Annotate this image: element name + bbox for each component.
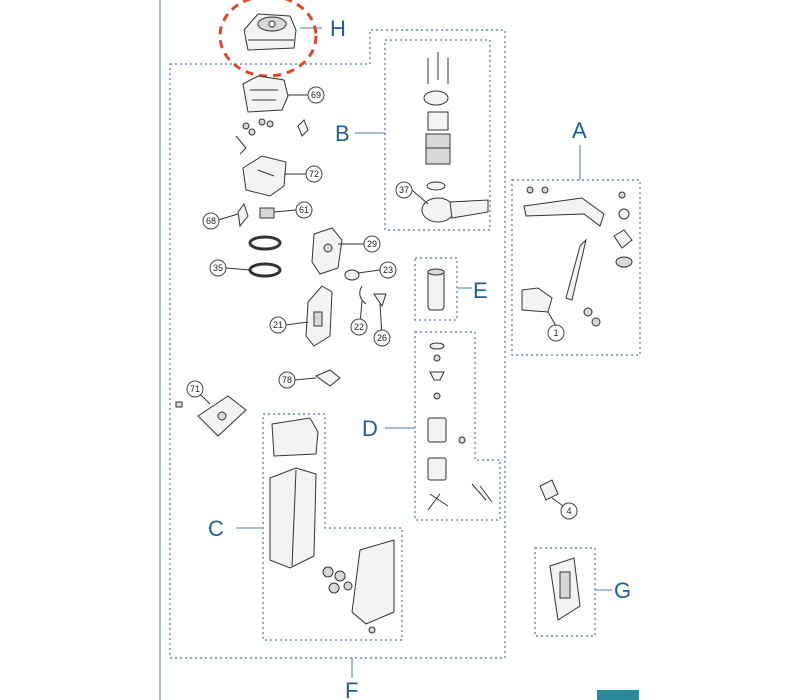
o-rings (248, 235, 282, 278)
callout-23: 23 (379, 261, 397, 279)
callout-69: 69 (307, 86, 325, 104)
part-37-lever (421, 197, 489, 223)
part-h-cap (243, 13, 297, 51)
group-label-e: E (473, 278, 488, 303)
group-c-border (262, 413, 403, 641)
callout-37: 37 (395, 181, 413, 199)
svg-text:35: 35 (213, 263, 223, 273)
group-g-border (534, 547, 596, 637)
svg-text:22: 22 (354, 322, 364, 332)
svg-text:21: 21 (273, 320, 283, 330)
group-d-border (414, 331, 501, 521)
part-4-knob (539, 479, 559, 501)
part-21-block (305, 285, 333, 347)
callout-26: 26 (373, 329, 391, 347)
svg-text:1: 1 (553, 328, 558, 338)
part-26-wedge (373, 293, 387, 308)
part-23-washer (344, 269, 360, 281)
group-label-f: F (345, 678, 358, 700)
group-a-border (511, 179, 641, 356)
svg-text:68: 68 (206, 216, 216, 226)
part-22-spring (359, 285, 367, 305)
svg-text:71: 71 (190, 384, 200, 394)
svg-text:4: 4 (566, 506, 571, 516)
callout-29: 29 (363, 235, 381, 253)
callout-71: 71 (186, 380, 204, 398)
part-d-assembly (427, 342, 493, 511)
callout-72: 72 (305, 165, 323, 183)
group-label-a: A (572, 118, 587, 143)
part-71-plate (175, 395, 247, 437)
part-61-connector (259, 207, 275, 219)
svg-text:78: 78 (282, 375, 292, 385)
part-c-column (269, 417, 395, 634)
part-b-stack (423, 52, 451, 191)
svg-text:69: 69 (311, 90, 321, 100)
part-a-arm (521, 186, 633, 327)
svg-text:61: 61 (299, 205, 309, 215)
callout-4: 4 (560, 502, 578, 520)
group-f-border (169, 29, 506, 659)
part-78-clip (314, 369, 341, 387)
group-label-b: B (335, 121, 350, 146)
group-label-d: D (362, 416, 378, 441)
svg-text:26: 26 (377, 333, 387, 343)
callout-35: 35 (209, 259, 227, 277)
part-29-body (311, 227, 343, 275)
callout-78: 78 (278, 371, 296, 389)
part-g-module (549, 557, 581, 621)
part-69-housing (242, 75, 289, 113)
highlight-h-circle (218, 0, 318, 78)
group-label-c: C (208, 516, 224, 541)
part-68-clip (237, 202, 249, 228)
callout-68: 68 (202, 212, 220, 230)
svg-text:23: 23 (383, 265, 393, 275)
svg-text:72: 72 (309, 169, 319, 179)
callout-22: 22 (350, 318, 368, 336)
callout-21: 21 (269, 316, 287, 334)
part-e-cartridge (427, 268, 445, 311)
part-72-bracket (242, 155, 287, 197)
group-label-h: H (330, 16, 346, 41)
group-b-border (384, 39, 491, 231)
callout-61: 61 (295, 201, 313, 219)
screws-set (235, 118, 309, 155)
corner-tab (597, 690, 639, 700)
svg-text:37: 37 (399, 185, 409, 195)
callout-1: 1 (547, 324, 565, 342)
group-e-border (414, 257, 458, 321)
svg-text:29: 29 (367, 239, 377, 249)
group-label-g: G (614, 578, 631, 603)
